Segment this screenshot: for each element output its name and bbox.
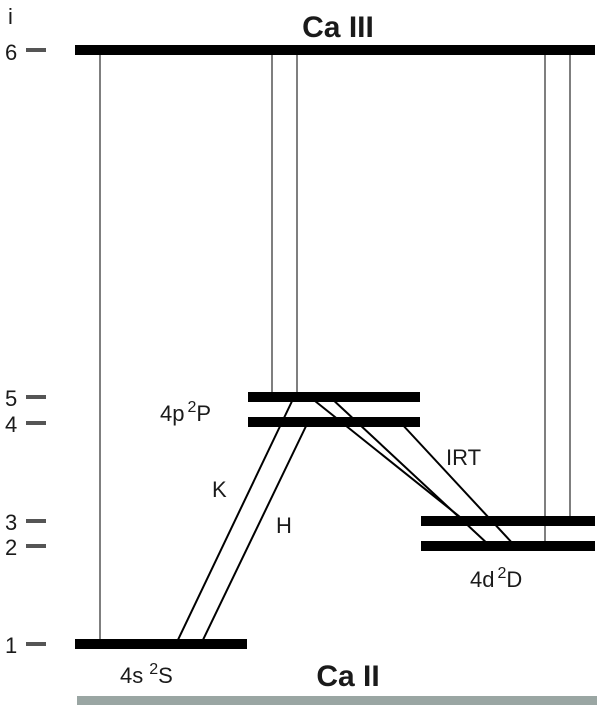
transition-k-line: [175, 396, 295, 645]
level-index-2: 2: [5, 535, 17, 560]
transition-label-irt: IRT: [446, 445, 481, 470]
term-4d-prefix: 4d: [470, 567, 494, 592]
level-index-3: 3: [5, 510, 17, 535]
index-ticks: [26, 48, 46, 646]
term-4p-letter: P: [196, 401, 211, 426]
tick-4: [26, 421, 46, 425]
level-index-4: 4: [5, 412, 17, 437]
level-index-1: 1: [5, 633, 17, 658]
level-3-4d-upper: [421, 516, 595, 526]
transition-label-k: K: [212, 477, 227, 502]
level-index-6: 6: [5, 40, 17, 65]
term-4s-letter: S: [158, 663, 173, 688]
ionization-lines: [99, 50, 571, 644]
level-6-ca-iii: [75, 45, 595, 55]
term-4d-sup: 2: [497, 565, 506, 582]
transition-label-h: H: [276, 513, 292, 538]
level-4-4p-lower: [248, 417, 420, 427]
transition-h-line: [200, 421, 309, 645]
tick-6: [26, 48, 46, 52]
ion-title-ca-iii: Ca III: [302, 11, 374, 44]
transitions-hk: [175, 396, 309, 645]
tick-1: [26, 642, 46, 646]
energy-levels: [75, 45, 595, 649]
term-4d-letter: D: [506, 567, 522, 592]
level-1-4s-ground: [75, 639, 247, 649]
level-5-4p-upper: [248, 392, 420, 402]
baseline-bar: [77, 696, 597, 705]
term-4s-sup: 2: [149, 661, 158, 678]
term-4p-sup: 2: [187, 399, 196, 416]
tick-5: [26, 395, 46, 399]
level-2-4d-lower: [421, 541, 595, 551]
tick-2: [26, 544, 46, 548]
ion-title-ca-ii: Ca II: [316, 660, 379, 693]
term-4s-prefix: 4s: [120, 663, 143, 688]
level-index-5: 5: [5, 386, 17, 411]
term-label-4s: 4s 2S: [120, 661, 173, 688]
axis-label-i: i: [8, 4, 13, 29]
term-4p-prefix: 4p: [160, 401, 184, 426]
tick-3: [26, 519, 46, 523]
